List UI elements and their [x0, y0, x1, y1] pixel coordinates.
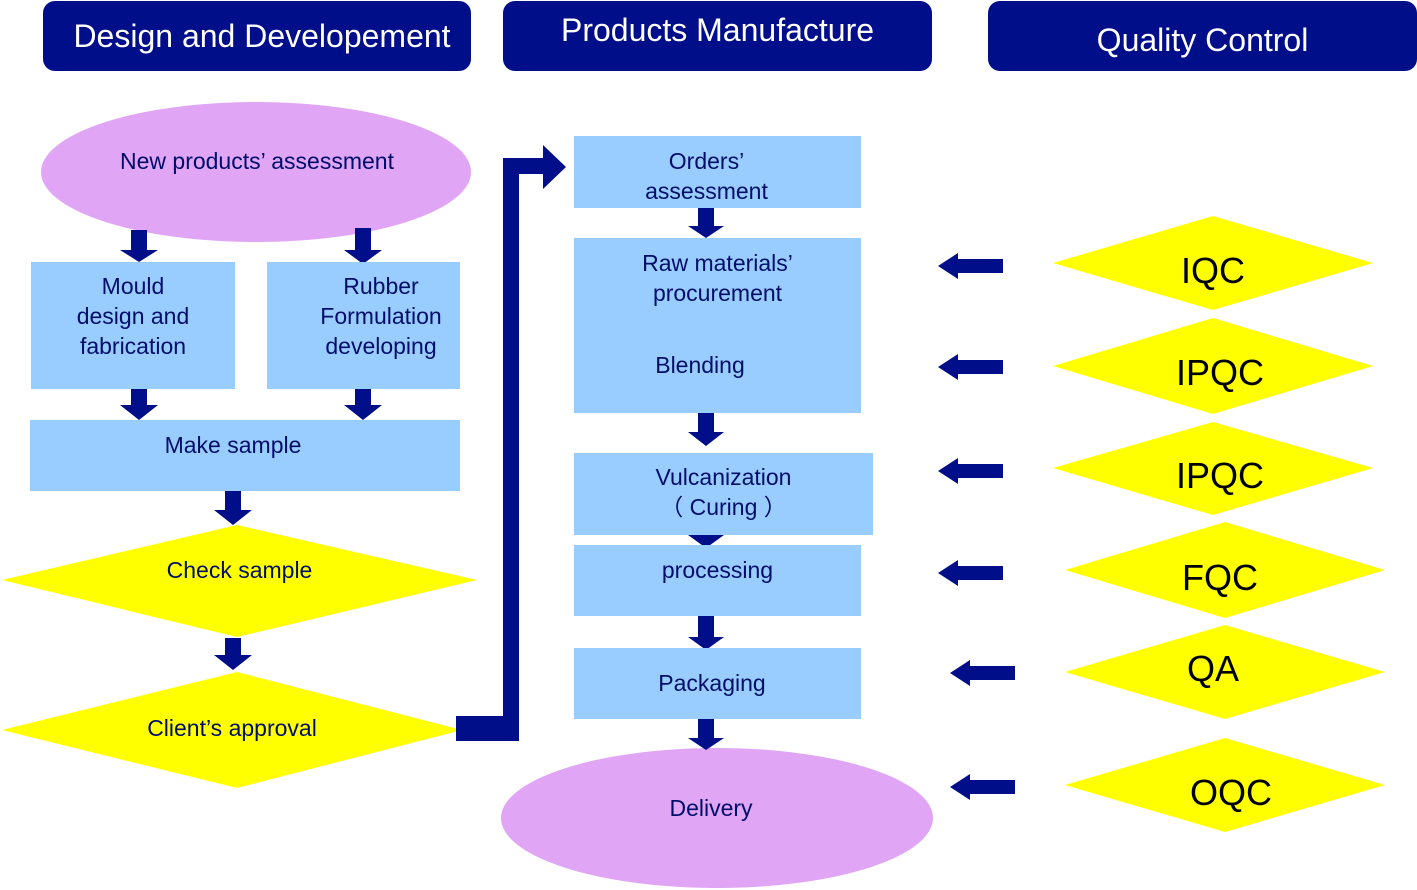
processing-label: processing — [661, 557, 774, 583]
left-arrow-icon — [938, 253, 1003, 279]
down-arrow-icon — [344, 388, 382, 420]
iqc-label: IQC — [1180, 250, 1245, 291]
left-arrow-icon — [938, 560, 1003, 586]
check-sample-diamond — [2, 525, 477, 637]
ipqc-2-label: IPQC — [1175, 455, 1264, 496]
ipqc-2-diamond — [1053, 422, 1373, 515]
rubber-label: Rubber Formulation developing — [320, 273, 442, 359]
fqc-label: FQC — [1182, 557, 1258, 598]
design-header: Design and Developement — [43, 1, 471, 71]
make-sample-box — [30, 420, 460, 491]
left-arrow-icon — [938, 354, 1003, 380]
delivery-label: Delivery — [669, 795, 753, 821]
quality-header: Quality Control — [988, 1, 1417, 71]
raw-blending-box — [574, 238, 861, 413]
down-arrow-icon — [214, 638, 252, 670]
down-arrow-icon — [688, 205, 724, 238]
down-arrow-icon — [688, 535, 724, 548]
manufacture-header: Products Manufacture — [503, 1, 932, 71]
elbow-connector-arrow-icon — [456, 145, 566, 741]
packaging-label: Packaging — [658, 670, 766, 696]
iqc-diamond — [1053, 216, 1373, 310]
ipqc-1-label: IPQC — [1175, 352, 1264, 393]
orders-box — [574, 136, 861, 208]
assessment-label: New products’ assessment — [120, 148, 394, 174]
client-approval-diamond — [2, 672, 462, 788]
mould-box — [31, 262, 235, 389]
down-arrow-icon — [344, 228, 382, 264]
vulcanization-label: Vulcanization （ Curing ） — [655, 464, 792, 520]
down-arrow-icon — [688, 718, 724, 750]
blending-label: Blending — [655, 352, 745, 378]
client-approval-label: Client’s approval — [147, 715, 317, 741]
orders-label: Orders’ assessment — [645, 148, 768, 204]
down-arrow-icon — [120, 230, 158, 262]
rubber-box — [267, 262, 460, 389]
oqc-diamond — [1065, 738, 1385, 832]
fqc-diamond — [1065, 522, 1385, 618]
left-arrow-icon — [938, 458, 1003, 484]
assessment-ellipse — [41, 102, 471, 242]
down-arrow-icon — [214, 490, 252, 525]
down-arrow-icon — [688, 614, 724, 650]
raw-label: Raw materials’ procurement — [642, 250, 793, 306]
delivery-ellipse — [501, 748, 933, 888]
make-sample-label: Make sample — [164, 432, 302, 458]
down-arrow-icon — [688, 410, 724, 446]
ipqc-1-diamond — [1053, 318, 1373, 414]
check-sample-label: Check sample — [166, 557, 313, 583]
down-arrow-icon — [120, 386, 158, 420]
left-arrow-icon — [950, 660, 1015, 686]
qa-diamond — [1065, 625, 1385, 719]
oqc-label: OQC — [1189, 772, 1272, 813]
processing-box — [574, 545, 861, 616]
vulcanization-box — [574, 453, 873, 535]
left-arrow-icon — [950, 774, 1015, 800]
packaging-box — [574, 648, 861, 719]
mould-label: Mould design and fabrication — [76, 273, 190, 359]
qa-label: QA — [1186, 648, 1239, 689]
